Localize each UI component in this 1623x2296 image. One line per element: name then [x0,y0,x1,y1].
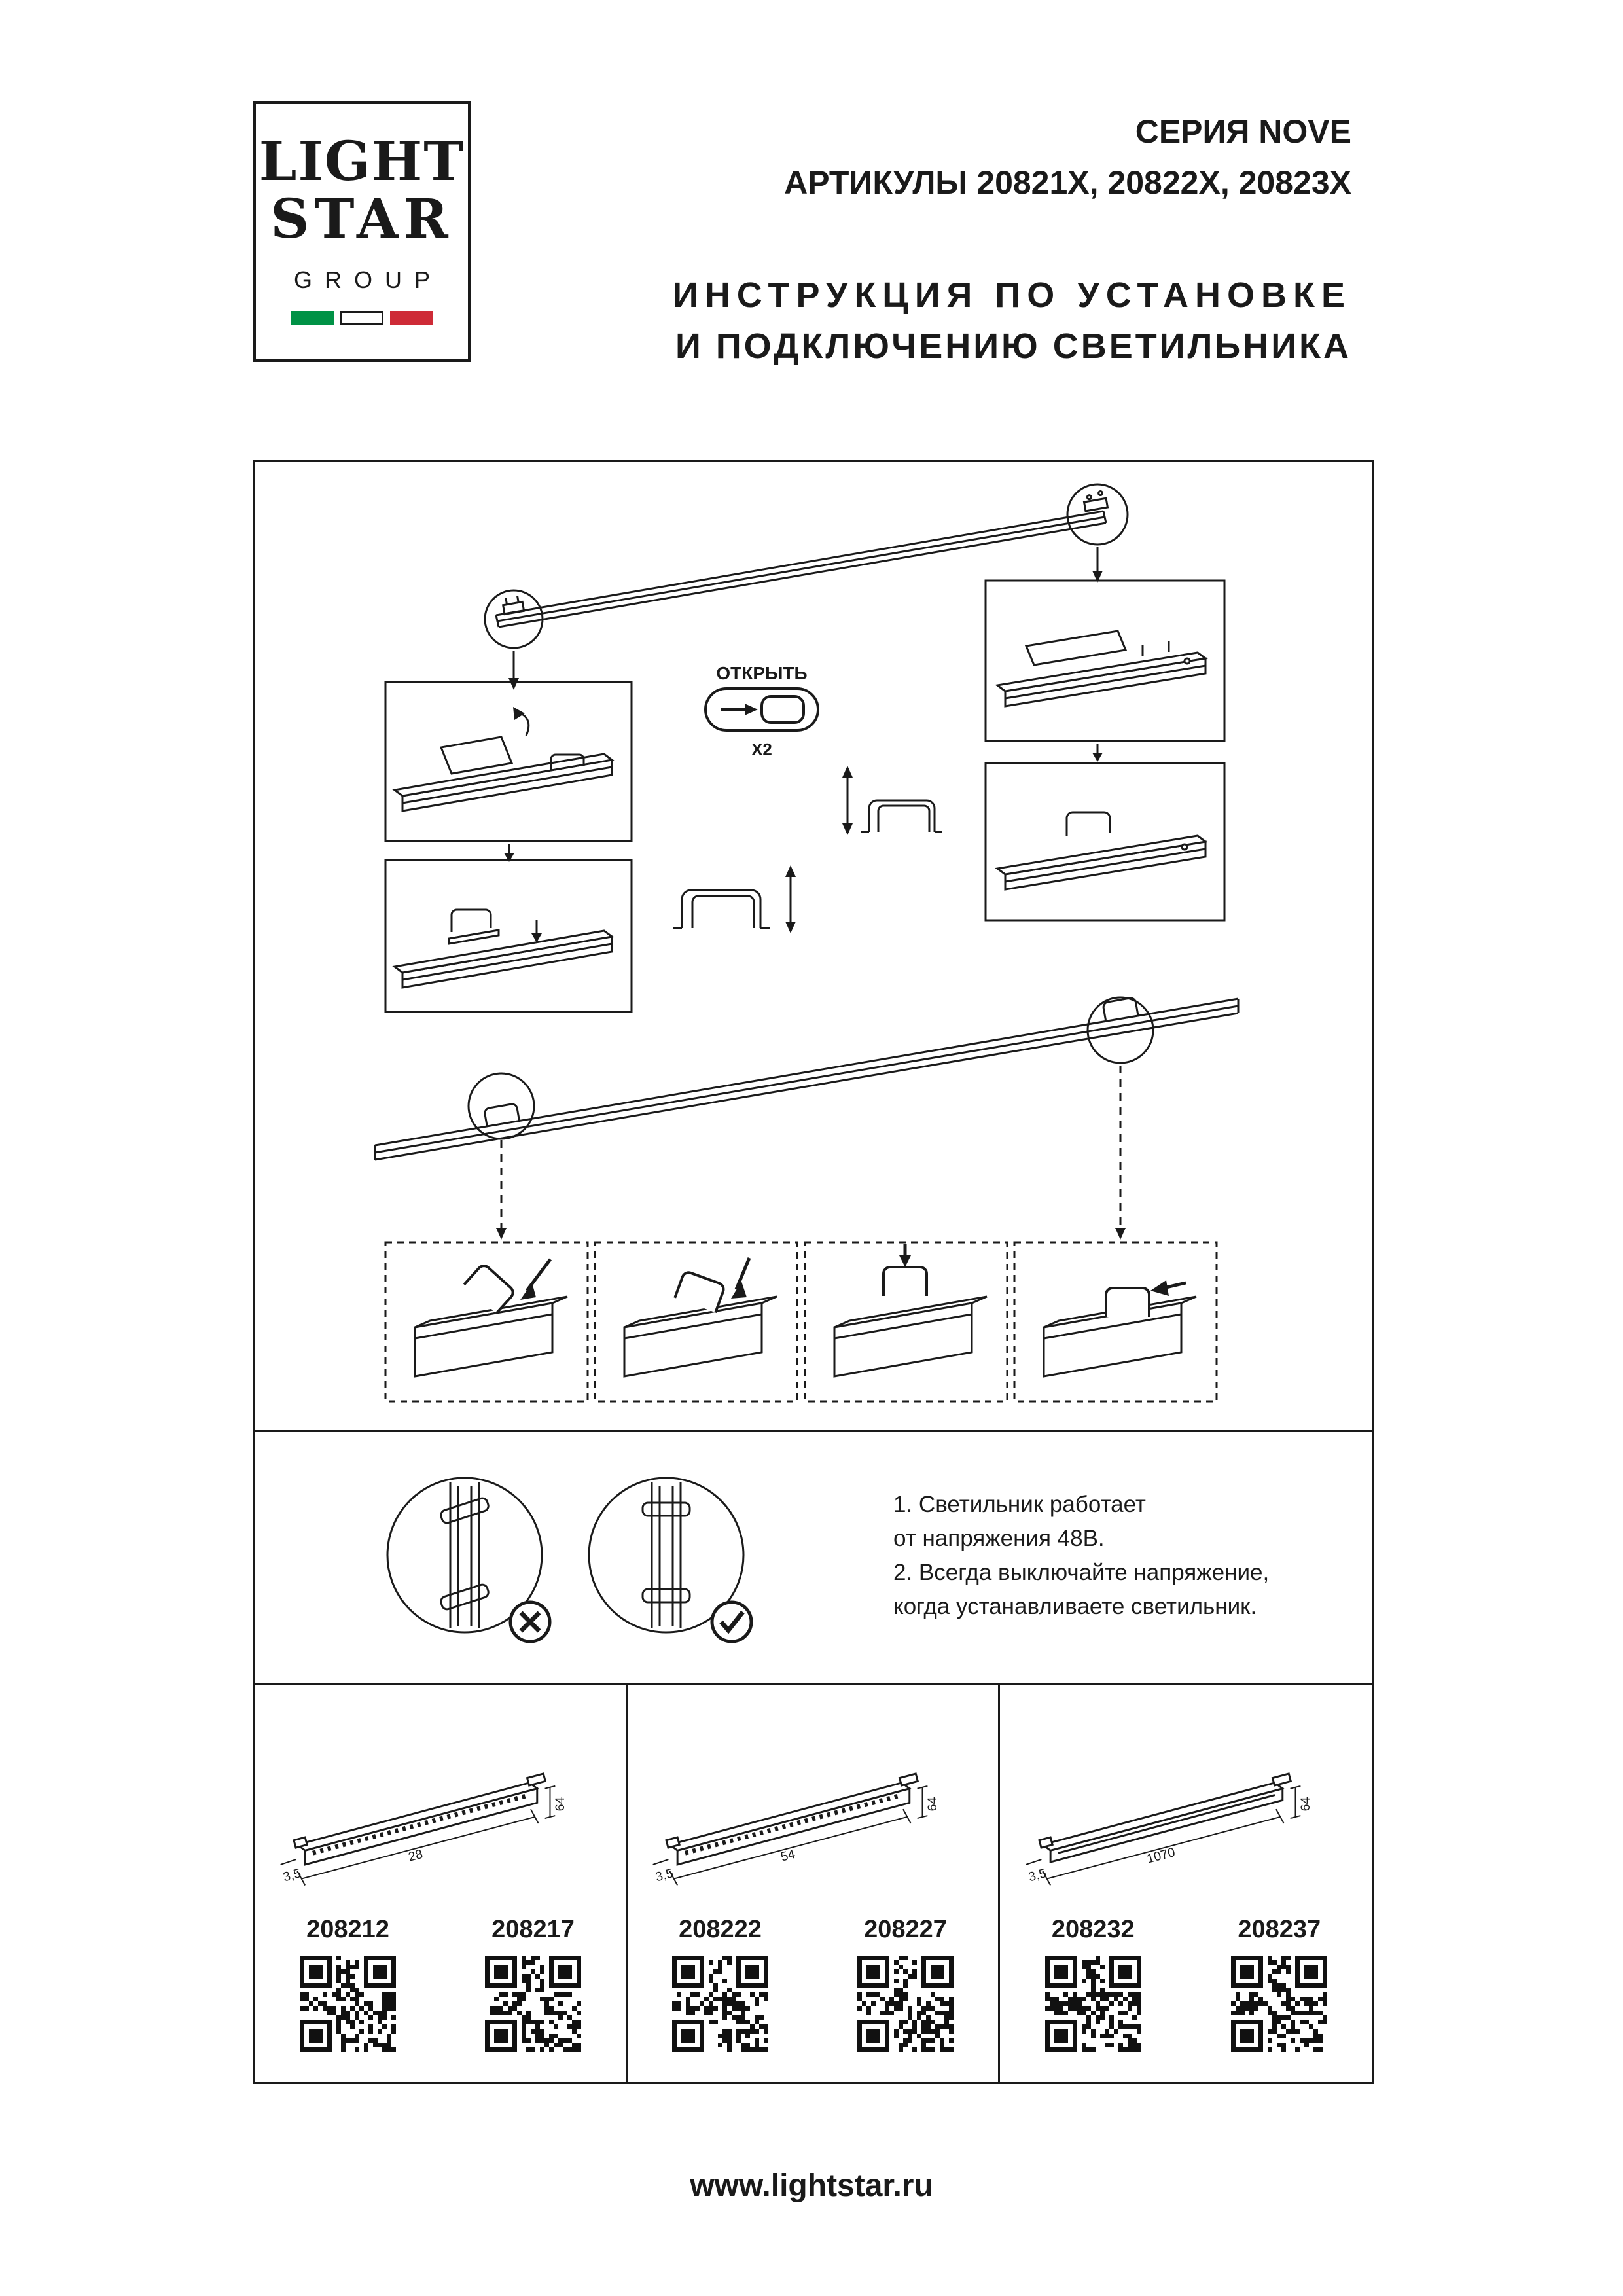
wrong-mounting-circle [386,1477,543,1634]
dimension-lines [652,1785,928,1886]
note-line-4: когда устанавливаете светильник. [893,1594,1257,1619]
safety-notes-text: 1. Светильник работает от напряжения 48В… [893,1488,1269,1624]
zoom-circle-clip-left [467,1072,535,1140]
product-code: 208237 [1238,1916,1321,1943]
product-code: 208222 [679,1916,762,1943]
detail-track-cover-right [995,630,1208,708]
track-rail-top [484,483,1129,649]
product-panel-2: 3,5 54 64 208222 208227 [628,1685,1000,2082]
product-code: 208232 [1051,1916,1135,1943]
open-pictogram: ОТКРЫТЬ X2 [704,663,819,759]
note-line-2: от напряжения 48В. [893,1526,1105,1551]
logo-text-group: GROUP [293,266,442,293]
qr-code [857,1956,954,2052]
dimension-lines [279,1785,556,1886]
lightstar-logo: LIGHT STAR GROUP [253,101,471,362]
product-code: 208212 [306,1916,389,1943]
website-url: www.lightstar.ru [690,2168,933,2203]
product-panel-1: 3,5 28 64 208212 208217 [255,1685,628,2082]
check-mark-icon [710,1600,753,1643]
dim-depth-label: 3,5 [281,1866,302,1884]
product-variants-box: 3,5 28 64 208212 208217 [253,1683,1374,2084]
product-codes-row: 208232 208237 [1000,1916,1372,1944]
detail-box-open-cover-right [984,579,1226,742]
dimension-lines [1026,1785,1301,1886]
installation-steps-diagram: ОТКРЫТЬ X2 [374,483,1240,1403]
logo-text-star: STAR [270,188,454,251]
note-line-1: 1. Светильник работает [893,1492,1146,1517]
step-box-1 [384,1241,589,1403]
detail-box-clip-left [384,859,633,1013]
detail-track-open-cover [392,707,615,812]
dim-length-label: 1070 [1145,1845,1177,1867]
luminaire-drawing-3: 3,5 1070 64 [1026,1772,1313,1886]
flag-green-band [291,311,334,325]
product-panel-3: 3,5 1070 64 208232 208237 [1000,1685,1372,2082]
detail-box-open-cover-left [384,681,633,842]
zoom-circle-right-end [1066,483,1129,546]
flag-white-band [340,311,383,325]
step-box-4 [1013,1241,1218,1403]
luminaire-drawing-2: 3,5 54 64 [652,1772,940,1886]
flag-red-band [390,311,433,325]
series-title: СЕРИЯ NOVE [1135,113,1351,150]
instruction-title-line1: ИНСТРУКЦИЯ ПО УСТАНОВКЕ [673,276,1351,315]
logo-text-light: LIGHT [259,130,465,193]
articles-line: АРТИКУЛЫ 20821X, 20822X, 20823X [784,164,1351,201]
zoom-circle-left-end [484,589,544,649]
instruction-title-line2: И ПОДКЛЮЧЕНИЮ СВЕТИЛЬНИКА [675,327,1351,366]
dim-height-label: 64 [553,1797,567,1811]
track-rail-bottom [374,996,1240,1228]
mounting-right-wrong-diagram [386,1477,753,1643]
detail-track-clip-right [995,811,1208,891]
dim-height-label: 64 [1298,1797,1313,1811]
dim-depth-label: 3,5 [654,1866,675,1884]
qr-code [485,1956,581,2052]
qr-code [1044,1956,1141,2052]
step-2-rotate-clip [623,1257,778,1378]
dim-length-label: 54 [779,1847,796,1865]
qr-code [1231,1956,1328,2052]
pointer-arrows [508,547,1099,853]
product-code: 208217 [491,1916,575,1943]
correct-mounting-circle [588,1477,745,1634]
qr-code [672,1956,768,2052]
step-box-3 [804,1241,1008,1403]
dim-depth-label: 3,5 [1027,1866,1048,1884]
zoom-circle-clip-right [1086,996,1154,1064]
dim-height-label: 64 [925,1797,940,1811]
installation-diagram-box: ОТКРЫТЬ X2 [253,460,1374,1432]
open-label: ОТКРЫТЬ [716,663,807,683]
qr-code [300,1956,396,2052]
detail-track-with-clip [392,908,615,989]
step-3-press-clip [833,1244,988,1378]
product-code: 208227 [864,1916,947,1943]
wrong-mark-icon [508,1600,552,1643]
step-box-2 [594,1241,798,1403]
luminaire-drawing-1: 3,5 28 64 [279,1772,567,1886]
product-codes-row: 208212 208217 [255,1916,626,1944]
step-4-seated-clip [1043,1280,1198,1378]
note-line-3: 2. Всегда выключайте напряжение, [893,1560,1270,1585]
clip-symbol-right [842,766,942,835]
italian-flag-icon [256,311,468,325]
open-count-label: X2 [751,740,772,759]
detail-box-clip-right [984,762,1226,922]
safety-notes-box: 1. Светильник работает от напряжения 48В… [253,1430,1374,1685]
product-codes-row: 208222 208227 [628,1916,998,1944]
step-1-tilt-clip [414,1258,569,1378]
clip-symbol-center [673,865,796,933]
dim-length-label: 28 [406,1847,424,1865]
